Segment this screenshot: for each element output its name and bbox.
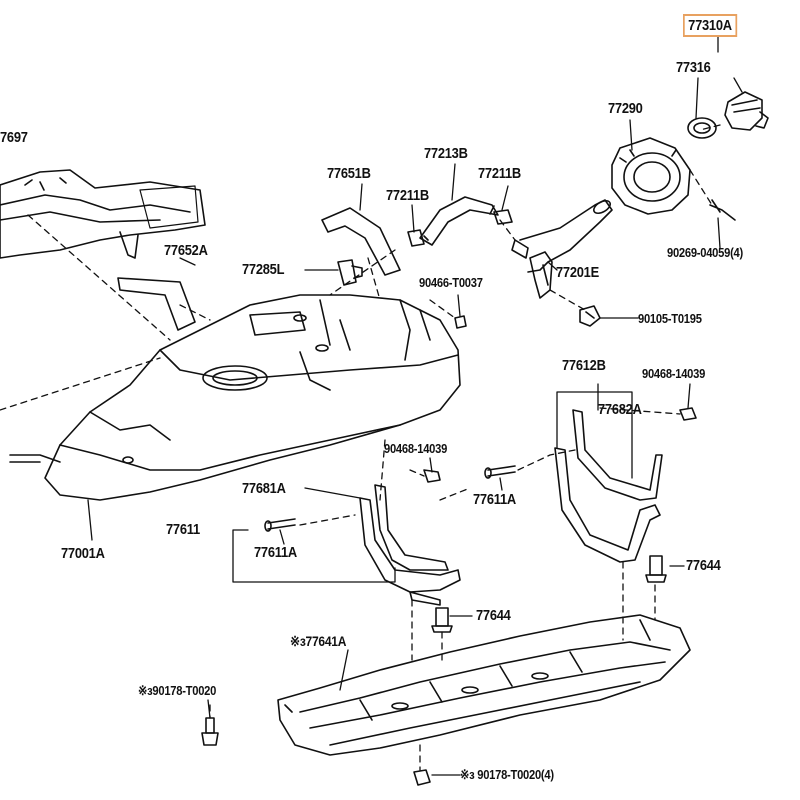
- bolt-77644-middle: [431, 607, 453, 633]
- seal-ring-77316: [687, 117, 717, 139]
- strap-77612B: [554, 447, 661, 563]
- part-label-7697[interactable]: 7697: [0, 129, 28, 146]
- part-label-77641A[interactable]: ※ɜ77641A: [290, 633, 347, 649]
- part-label-77651B[interactable]: 77651B: [327, 165, 371, 182]
- fuel-tank-77001A: [9, 294, 461, 501]
- part-label-77310A[interactable]: 77310A: [683, 14, 737, 37]
- part-label-77681A[interactable]: 77681A: [242, 480, 286, 497]
- fuel-cap-77310A: [724, 91, 769, 131]
- strap-77681A: [359, 484, 461, 606]
- bracket-90468-right: [679, 407, 697, 421]
- bolt-77611A-left: [264, 518, 296, 532]
- hose-77213B: [419, 196, 499, 246]
- strap-77682A: [572, 409, 663, 501]
- part-label-77211B-left[interactable]: 77211B: [386, 187, 429, 204]
- part-label-77644-middle[interactable]: 77644: [476, 607, 511, 624]
- part-label-77201E[interactable]: 77201E: [556, 264, 599, 281]
- clamp-77211B-left: [407, 229, 425, 247]
- bolt-77611A-right: [484, 465, 516, 479]
- part-label-90468-middle[interactable]: 90468-14039: [384, 441, 448, 456]
- strip-77651B: [321, 207, 401, 276]
- nut-90178-bottom: [413, 769, 431, 786]
- part-label-77316[interactable]: 77316: [676, 59, 711, 76]
- part-label-90468-right[interactable]: 90468-14039: [642, 366, 706, 381]
- filler-housing-77290: [611, 137, 691, 215]
- part-label-77644-right[interactable]: 77644: [686, 557, 721, 574]
- part-label-77285L[interactable]: 77285L: [242, 261, 285, 278]
- assembly-lines: [0, 124, 721, 771]
- part-label-77211B-right[interactable]: 77211B: [478, 165, 521, 182]
- bolt-90466: [454, 315, 467, 329]
- part-label-90178-left[interactable]: ※ɜ90178-T0020: [138, 683, 217, 698]
- part-label-90178-bottom[interactable]: ※ɜ 90178-T0020(4): [460, 767, 554, 782]
- part-label-77213B[interactable]: 77213B: [424, 145, 468, 162]
- bracket-90468-middle: [423, 469, 441, 483]
- part-label-77611A-left[interactable]: 77611A: [254, 544, 297, 561]
- bolt-77644-right: [645, 555, 667, 583]
- bolt-90269: [709, 199, 736, 221]
- part-label-77612B[interactable]: 77612B: [562, 357, 606, 374]
- skid-plate-77641A: [277, 614, 691, 756]
- part-label-77682A[interactable]: 77682A: [598, 401, 642, 418]
- part-label-90269[interactable]: 90269-04059(4): [667, 245, 743, 260]
- part-label-77001A[interactable]: 77001A: [61, 545, 105, 562]
- part-label-77611[interactable]: 77611: [166, 521, 200, 538]
- part-label-90105[interactable]: 90105-T0195: [638, 311, 702, 326]
- connector-77285L: [337, 259, 363, 286]
- leader-lines: [87, 35, 743, 776]
- nut-90178-left: [201, 717, 219, 746]
- bolt-90105: [579, 305, 601, 327]
- clamp-77211B-right: [493, 209, 513, 225]
- strip-77652A: [117, 277, 196, 331]
- part-label-77290[interactable]: 77290: [608, 100, 643, 117]
- heat-shield-7697: [0, 169, 206, 259]
- part-label-77611A-right[interactable]: 77611A: [473, 491, 516, 508]
- part-label-90466[interactable]: 90466-T0037: [419, 275, 483, 290]
- filler-pipe-77201E: [511, 199, 613, 299]
- part-label-77652A[interactable]: 77652A: [164, 242, 208, 259]
